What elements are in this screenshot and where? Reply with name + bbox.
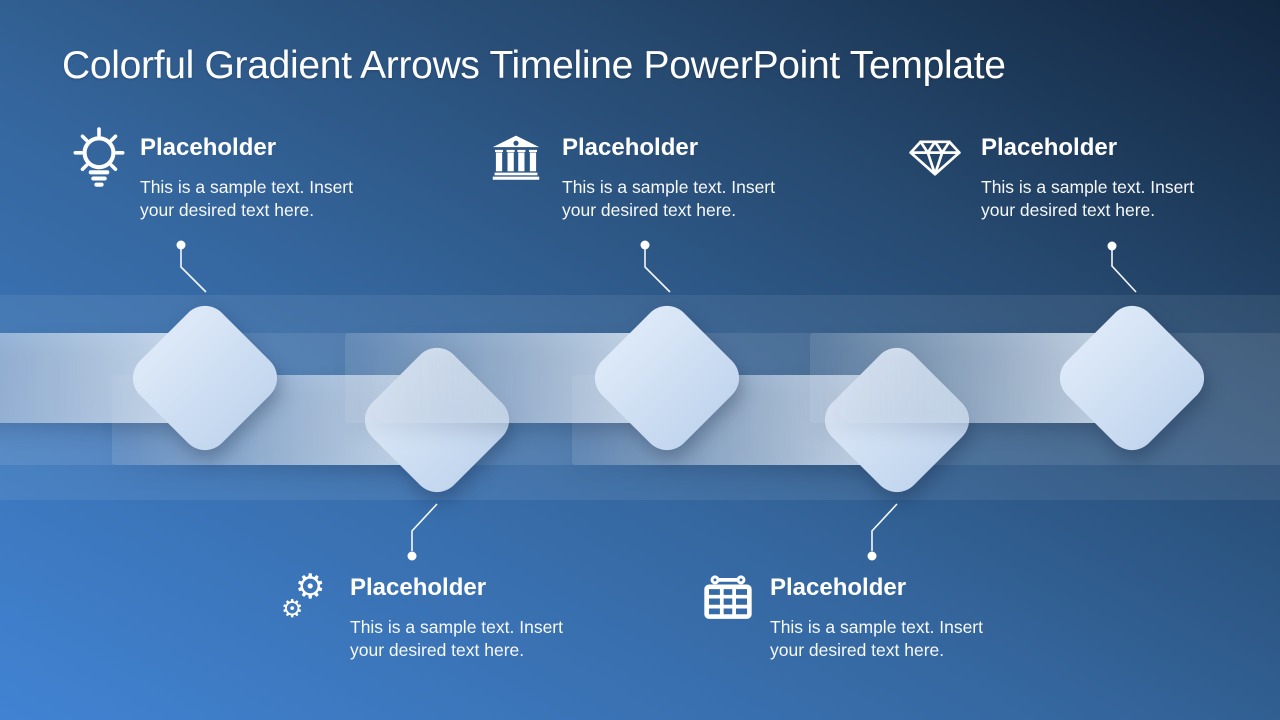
placeholder-desc-2-line2[interactable]: your desired text here. bbox=[562, 200, 737, 220]
gear-large-glyph: ⚙ bbox=[295, 567, 326, 607]
placeholder-desc-3-line1[interactable]: This is a sample text. Insert bbox=[981, 177, 1194, 197]
placeholder-title-1[interactable]: Placeholder bbox=[140, 134, 277, 161]
placeholder-title-5[interactable]: Placeholder bbox=[770, 574, 907, 601]
placeholder-title-2[interactable]: Placeholder bbox=[562, 134, 699, 161]
slide-title[interactable]: Colorful Gradient Arrows Timeline PowerP… bbox=[62, 44, 1006, 87]
gear-small-glyph: ⚙ bbox=[281, 594, 304, 623]
placeholder-title-4[interactable]: Placeholder bbox=[350, 574, 487, 601]
connector-5 bbox=[1107, 241, 1137, 293]
calendar-icon bbox=[702, 574, 754, 627]
placeholder-desc-5-line1[interactable]: This is a sample text. Insert bbox=[770, 617, 983, 637]
gears-icon: ⚙ ⚙ bbox=[281, 567, 333, 624]
placeholder-desc-4-line2[interactable]: your desired text here. bbox=[350, 640, 525, 660]
connector-2 bbox=[407, 503, 438, 561]
connector-3 bbox=[640, 240, 671, 293]
placeholder-title-3[interactable]: Placeholder bbox=[981, 134, 1118, 161]
lightbulb-icon bbox=[66, 126, 132, 201]
diamond-icon bbox=[908, 138, 962, 183]
connector-4 bbox=[867, 503, 898, 561]
bank-icon bbox=[491, 133, 541, 186]
placeholder-desc-2-line1[interactable]: This is a sample text. Insert bbox=[562, 177, 775, 197]
placeholder-desc-1-line2[interactable]: your desired text here. bbox=[140, 200, 315, 220]
connector-1 bbox=[176, 240, 207, 293]
placeholder-desc-1-line1[interactable]: This is a sample text. Insert bbox=[140, 177, 353, 197]
placeholder-desc-3-line2[interactable]: your desired text here. bbox=[981, 200, 1156, 220]
placeholder-desc-4-line1[interactable]: This is a sample text. Insert bbox=[350, 617, 563, 637]
placeholder-desc-5-line2[interactable]: your desired text here. bbox=[770, 640, 945, 660]
